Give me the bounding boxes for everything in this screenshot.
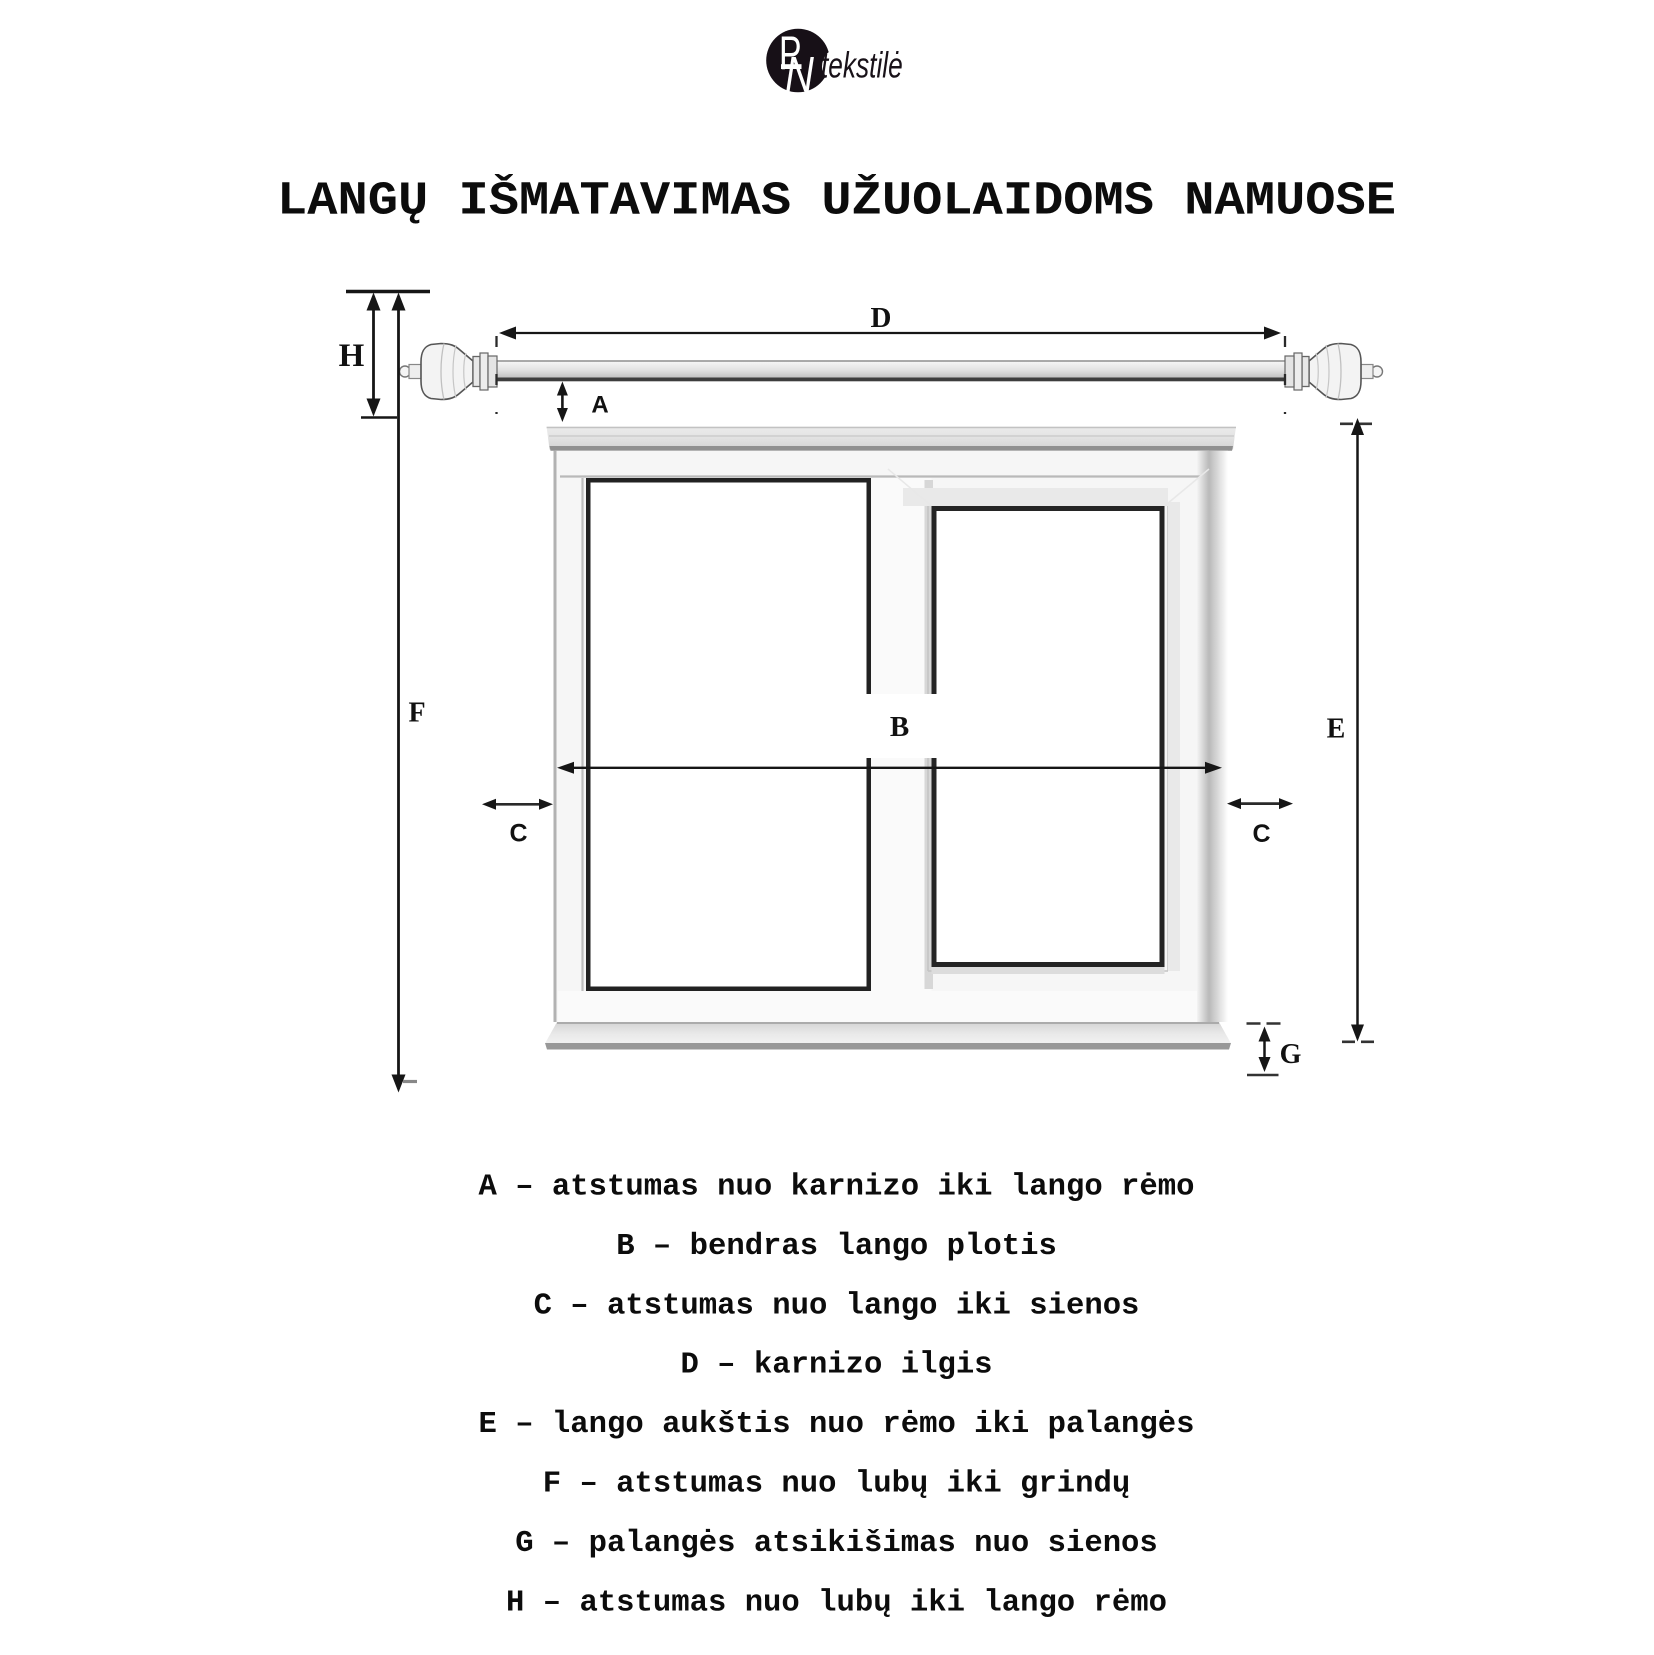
svg-text:tekstilė: tekstilė [821, 44, 903, 85]
svg-text:A – atstumas nuo karnizo iki l: A – atstumas nuo karnizo iki lango rėmo [478, 1171, 1194, 1205]
svg-text:C – atstumas nuo lango iki sie: C – atstumas nuo lango iki sienos [534, 1289, 1140, 1323]
svg-text:G – palangės atsikišimas nuo s: G – palangės atsikišimas nuo sienos [515, 1527, 1158, 1561]
svg-text:E: E [1327, 714, 1346, 745]
svg-text:A: A [591, 392, 608, 419]
svg-text:F – atstumas nuo lubų iki grin: F – atstumas nuo lubų iki grindų [543, 1468, 1131, 1502]
svg-text:C: C [1252, 820, 1270, 848]
svg-text:F: F [408, 698, 425, 729]
svg-text:C: C [509, 820, 527, 848]
svg-text:G: G [1280, 1039, 1302, 1070]
svg-text:H – atstumas nuo lubų iki lang: H – atstumas nuo lubų iki lango rėmo [506, 1586, 1167, 1620]
svg-text:D: D [871, 302, 892, 334]
svg-text:LANGŲ IŠMATAVIMAS UŽUOLAIDOMS: LANGŲ IŠMATAVIMAS UŽUOLAIDOMS NAMUOSE [277, 174, 1396, 228]
svg-text:B: B [890, 711, 909, 743]
svg-text:E – lango aukštis nuo rėmo iki: E – lango aukštis nuo rėmo iki palangės [478, 1408, 1194, 1442]
svg-text:N: N [785, 46, 814, 102]
svg-text:D – karnizo ilgis: D – karnizo ilgis [680, 1349, 992, 1383]
svg-text:B – bendras lango plotis: B – bendras lango plotis [616, 1230, 1057, 1264]
svg-text:H: H [339, 338, 365, 374]
